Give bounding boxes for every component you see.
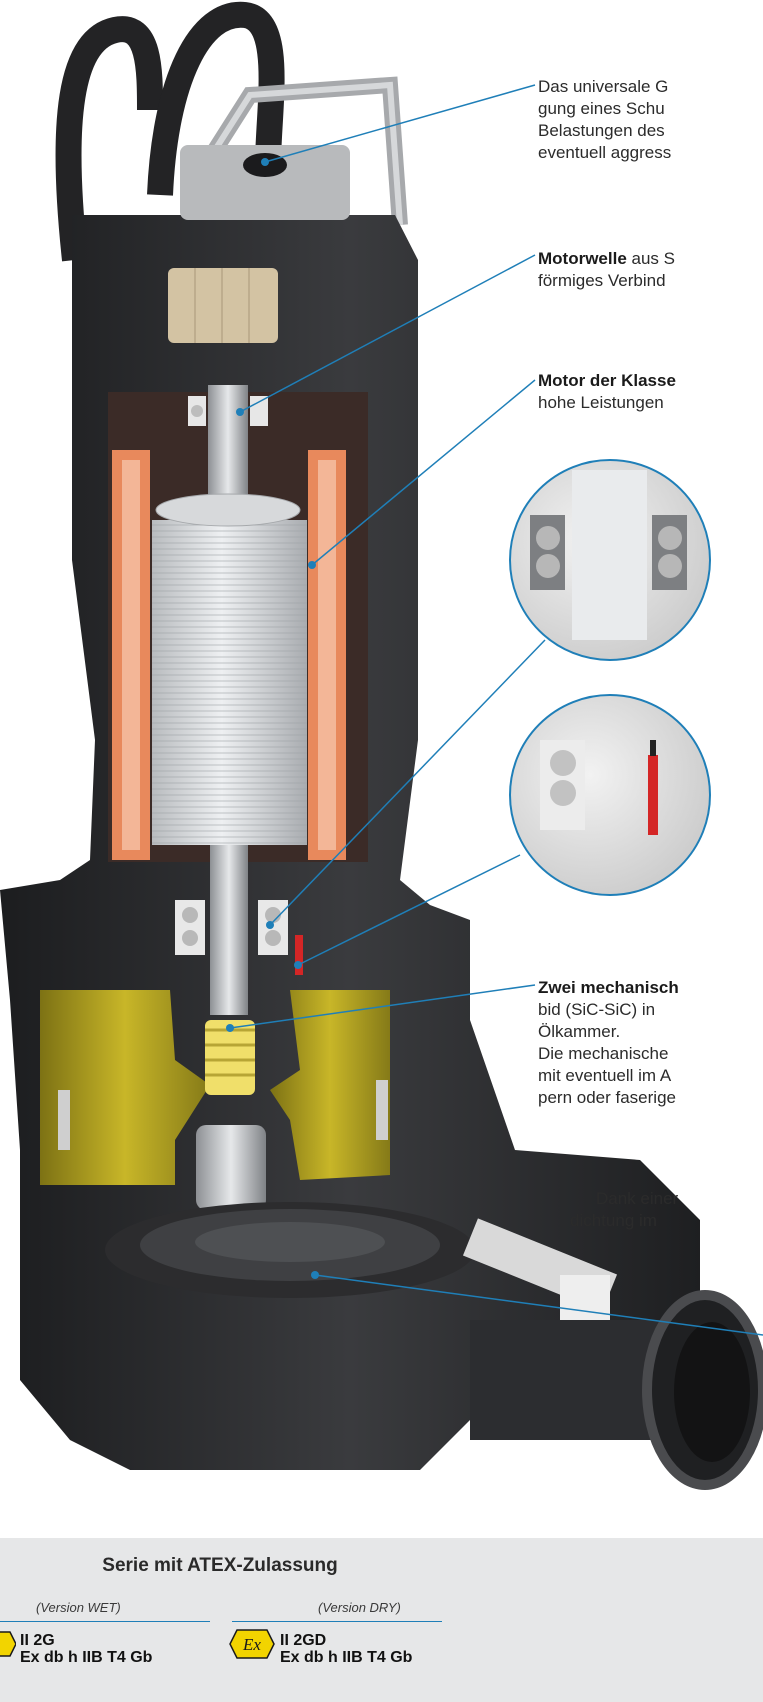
callout-text: förmiges Verbind (538, 271, 666, 290)
cable-entry-plate (180, 145, 350, 220)
ex-atex-icon (0, 1631, 16, 1657)
callout-mechanical-seals: Zwei mechanisch bid (SiC-SiC) in Ölkamme… (538, 977, 679, 1109)
callout-text: pern oder faserige (538, 1088, 676, 1107)
callout-heading: Zwei mechanisch (538, 978, 679, 997)
callout-text: Dank einer (596, 1189, 679, 1208)
callout-text: gung eines Schu (538, 99, 665, 118)
power-cable (147, 1, 285, 196)
callout-cable-entry: Das universale G gung eines Schu Belastu… (538, 76, 671, 164)
divider (0, 1621, 210, 1622)
callout-text: aus S (626, 249, 675, 268)
callout-seal-detail: Dank einer dichtung im (570, 1188, 679, 1232)
power-cable (55, 16, 163, 262)
callout-text: Belastungen des (538, 121, 665, 140)
atex-wet-codes: II 2G Ex db h IIB T4 Gb (20, 1632, 152, 1666)
callout-heading: Motorwelle (538, 249, 627, 268)
callout-text: hohe Leistungen (538, 393, 664, 412)
callout-text: Die mechanische (538, 1044, 669, 1063)
atex-panel (0, 1538, 763, 1702)
atex-class: II 2GD (280, 1632, 327, 1649)
atex-code: Ex db h IIB T4 Gb (20, 1649, 153, 1666)
callout-text: mit eventuell im A (538, 1066, 672, 1085)
leader-lines (229, 84, 763, 1336)
terminal-block (168, 268, 278, 343)
oil-chamber (270, 990, 390, 1180)
callout-motor-shaft: Motorwelle aus S förmiges Verbind (538, 248, 675, 292)
version-wet-label: (Version WET) (36, 1600, 121, 1615)
oil-chamber (40, 990, 210, 1185)
callout-motor: Motor der Klasse hohe Leistungen (538, 370, 676, 414)
callout-text: Das universale G (538, 77, 669, 96)
callout-text: bid (SiC-SiC) in (538, 1000, 656, 1019)
discharge-flange (470, 1320, 700, 1440)
moisture-probe (295, 935, 303, 975)
atex-class: II 2G (20, 1632, 55, 1649)
callout-text: eventuell aggress (538, 143, 672, 162)
atex-dry-codes: II 2GD Ex db h IIB T4 Gb (280, 1632, 412, 1666)
callout-text: Ölkammer. (538, 1022, 621, 1041)
atex-title: Serie mit ATEX-Zulassung (102, 1555, 338, 1576)
ex-atex-icon: Ex (229, 1629, 275, 1659)
callout-heading: Motor der Klasse (538, 371, 676, 390)
motor-shaft (210, 845, 248, 1015)
svg-text:Ex: Ex (242, 1635, 261, 1654)
atex-code: Ex db h IIB T4 Gb (280, 1649, 413, 1666)
divider (232, 1621, 442, 1622)
callout-text: dichtung im (570, 1211, 657, 1230)
version-dry-label: (Version DRY) (318, 1600, 401, 1615)
